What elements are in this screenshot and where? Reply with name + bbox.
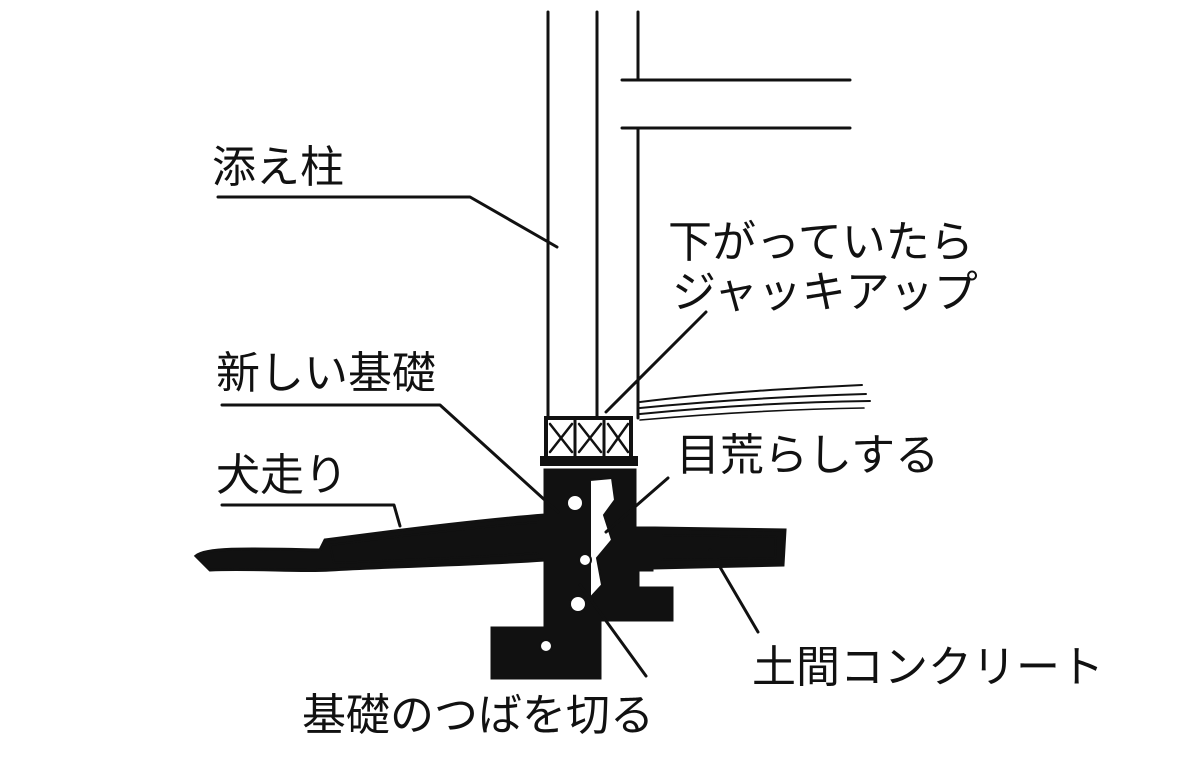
- label-jackup-line1: 下がっていたら: [668, 217, 974, 268]
- label-jackup-line2: ジャッキアップ: [672, 267, 978, 318]
- floor-sketch-lines: [639, 384, 871, 421]
- post-column: [546, 10, 640, 420]
- label-soebashira: 添え柱: [212, 142, 344, 193]
- beam: [620, 78, 852, 130]
- label-new-foundation: 新しい基礎: [216, 348, 436, 399]
- sill-blocks: [540, 416, 638, 466]
- inubashiri-slab: [193, 513, 547, 573]
- leader-lines: [216, 195, 760, 678]
- label-doma: 土間コンクリート: [752, 642, 1104, 693]
- text-labels: 添え柱 下がっていたら ジャッキアップ 新しい基礎 犬走り 目荒らしする 土間コ…: [212, 142, 1104, 741]
- label-meara: 目荒らしする: [676, 430, 939, 481]
- new-foundation-body: [490, 468, 674, 680]
- label-tsuba: 基礎のつばを切る: [302, 690, 654, 741]
- doma-slab: [653, 526, 787, 570]
- label-inubashiri: 犬走り: [216, 450, 348, 501]
